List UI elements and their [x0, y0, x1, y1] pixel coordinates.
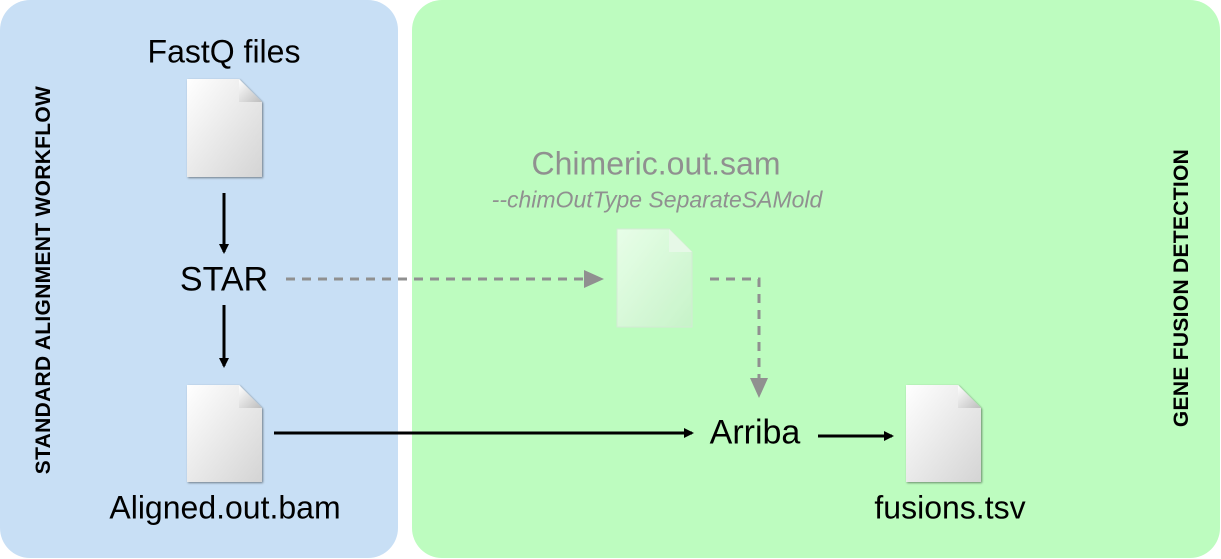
- fusions-tsv-label: fusions.tsv: [874, 489, 1026, 526]
- chimeric-sam-file-icon: [616, 228, 693, 328]
- arrow-chimeric-to-arriba: [710, 277, 768, 398]
- chimeric-option-label: --chimOutType SeparateSAMold: [491, 186, 823, 213]
- fusions-tsv-file-icon: [906, 385, 981, 482]
- fastq-file-icon: [187, 79, 262, 177]
- aligned-bam-label: Aligned.out.bam: [109, 489, 341, 526]
- aligned-bam-file-icon: [187, 385, 262, 482]
- arriba-label: Arriba: [709, 413, 801, 452]
- chimeric-sam-label: Chimeric.out.sam: [531, 145, 781, 182]
- fastq-files-label: FastQ files: [147, 33, 301, 70]
- star-label: STAR: [179, 260, 269, 299]
- arrow-star-to-chimeric: [286, 270, 604, 288]
